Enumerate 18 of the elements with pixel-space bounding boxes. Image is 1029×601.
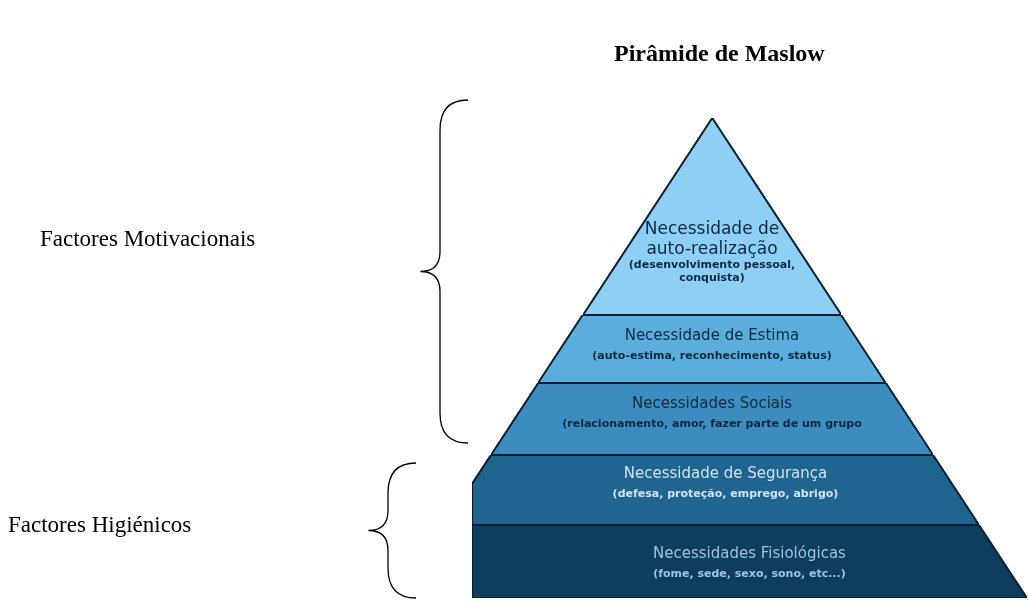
level-description: (auto-estima, reconhecimento, status) xyxy=(592,349,832,362)
level-description: (fome, sede, sexo, sono, etc...) xyxy=(653,567,846,580)
level-title: Necessidades Fisiológicas xyxy=(652,544,846,562)
group-label: Factores Motivacionais xyxy=(40,226,256,252)
pyramid-level xyxy=(538,315,886,383)
title: Pirâmide de Maslow xyxy=(614,40,825,67)
level-title: Necessidade de Estima xyxy=(624,326,800,344)
level-title: Necessidade de Segurança xyxy=(623,464,828,482)
pyramid-level xyxy=(472,455,979,525)
level-title: Necessidade de auto-realização xyxy=(643,218,781,258)
pyramid-level xyxy=(472,525,1027,598)
level-description: (defesa, proteção, emprego, abrigo) xyxy=(612,487,839,500)
level-description: (relacionamento, amor, fazer parte de um grupo xyxy=(562,417,862,430)
level-description: (desenvolvimento pessoal, conquista) xyxy=(627,258,797,284)
level-title: Necessidades Sociais xyxy=(631,394,792,412)
pyramid-level xyxy=(582,118,842,315)
group-label: Factores Higiénicos xyxy=(8,512,192,538)
pyramid-level xyxy=(490,383,934,455)
